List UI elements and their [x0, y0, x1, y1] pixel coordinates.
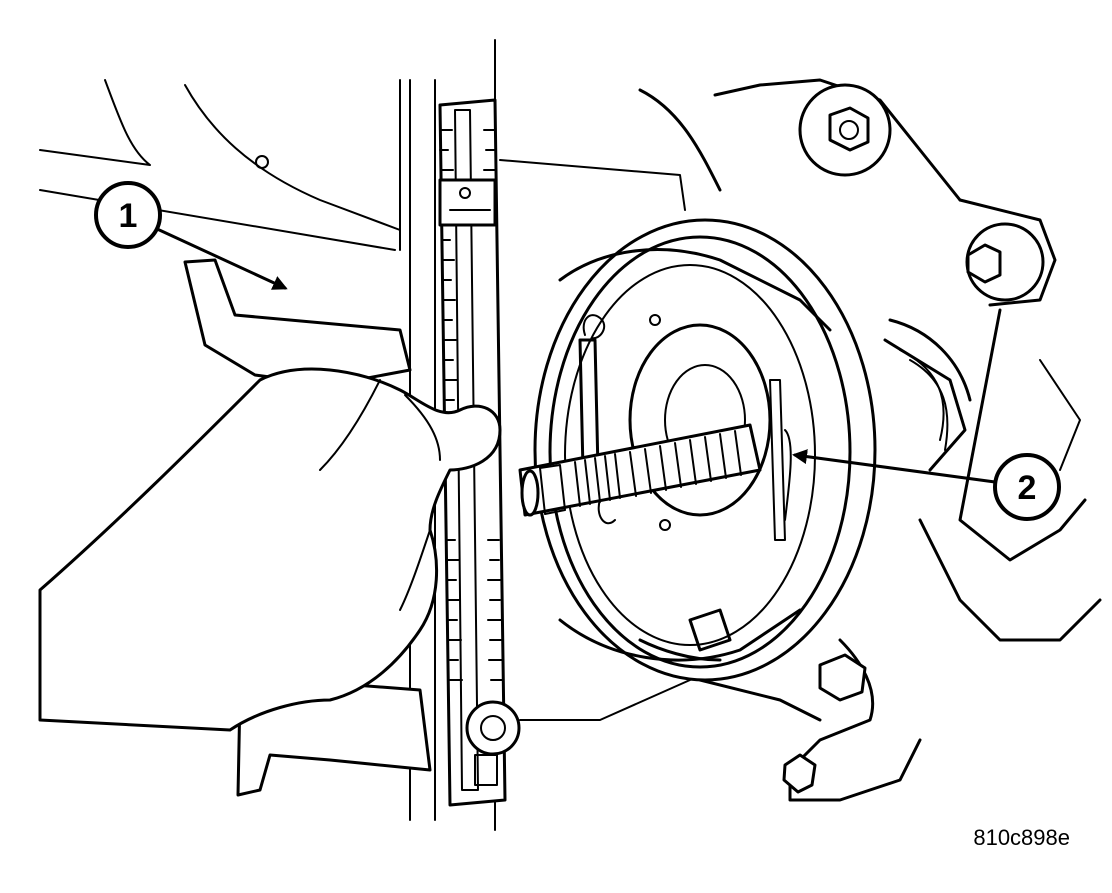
callout-2: 2: [792, 449, 1061, 521]
gauge-shaft: [518, 423, 762, 517]
callout-1-label: 1: [119, 197, 138, 235]
hand: [38, 367, 502, 732]
knuckle-assembly: [638, 78, 1102, 802]
brake-assembly: [533, 218, 877, 682]
gauge-jaw: [183, 258, 432, 797]
callout-1: 1: [94, 181, 288, 290]
figure-code: 810c898e: [973, 825, 1070, 850]
callout-1-circle: [94, 181, 162, 249]
callout-2-label: 2: [1018, 469, 1037, 507]
callout-2-circle: [993, 453, 1061, 521]
